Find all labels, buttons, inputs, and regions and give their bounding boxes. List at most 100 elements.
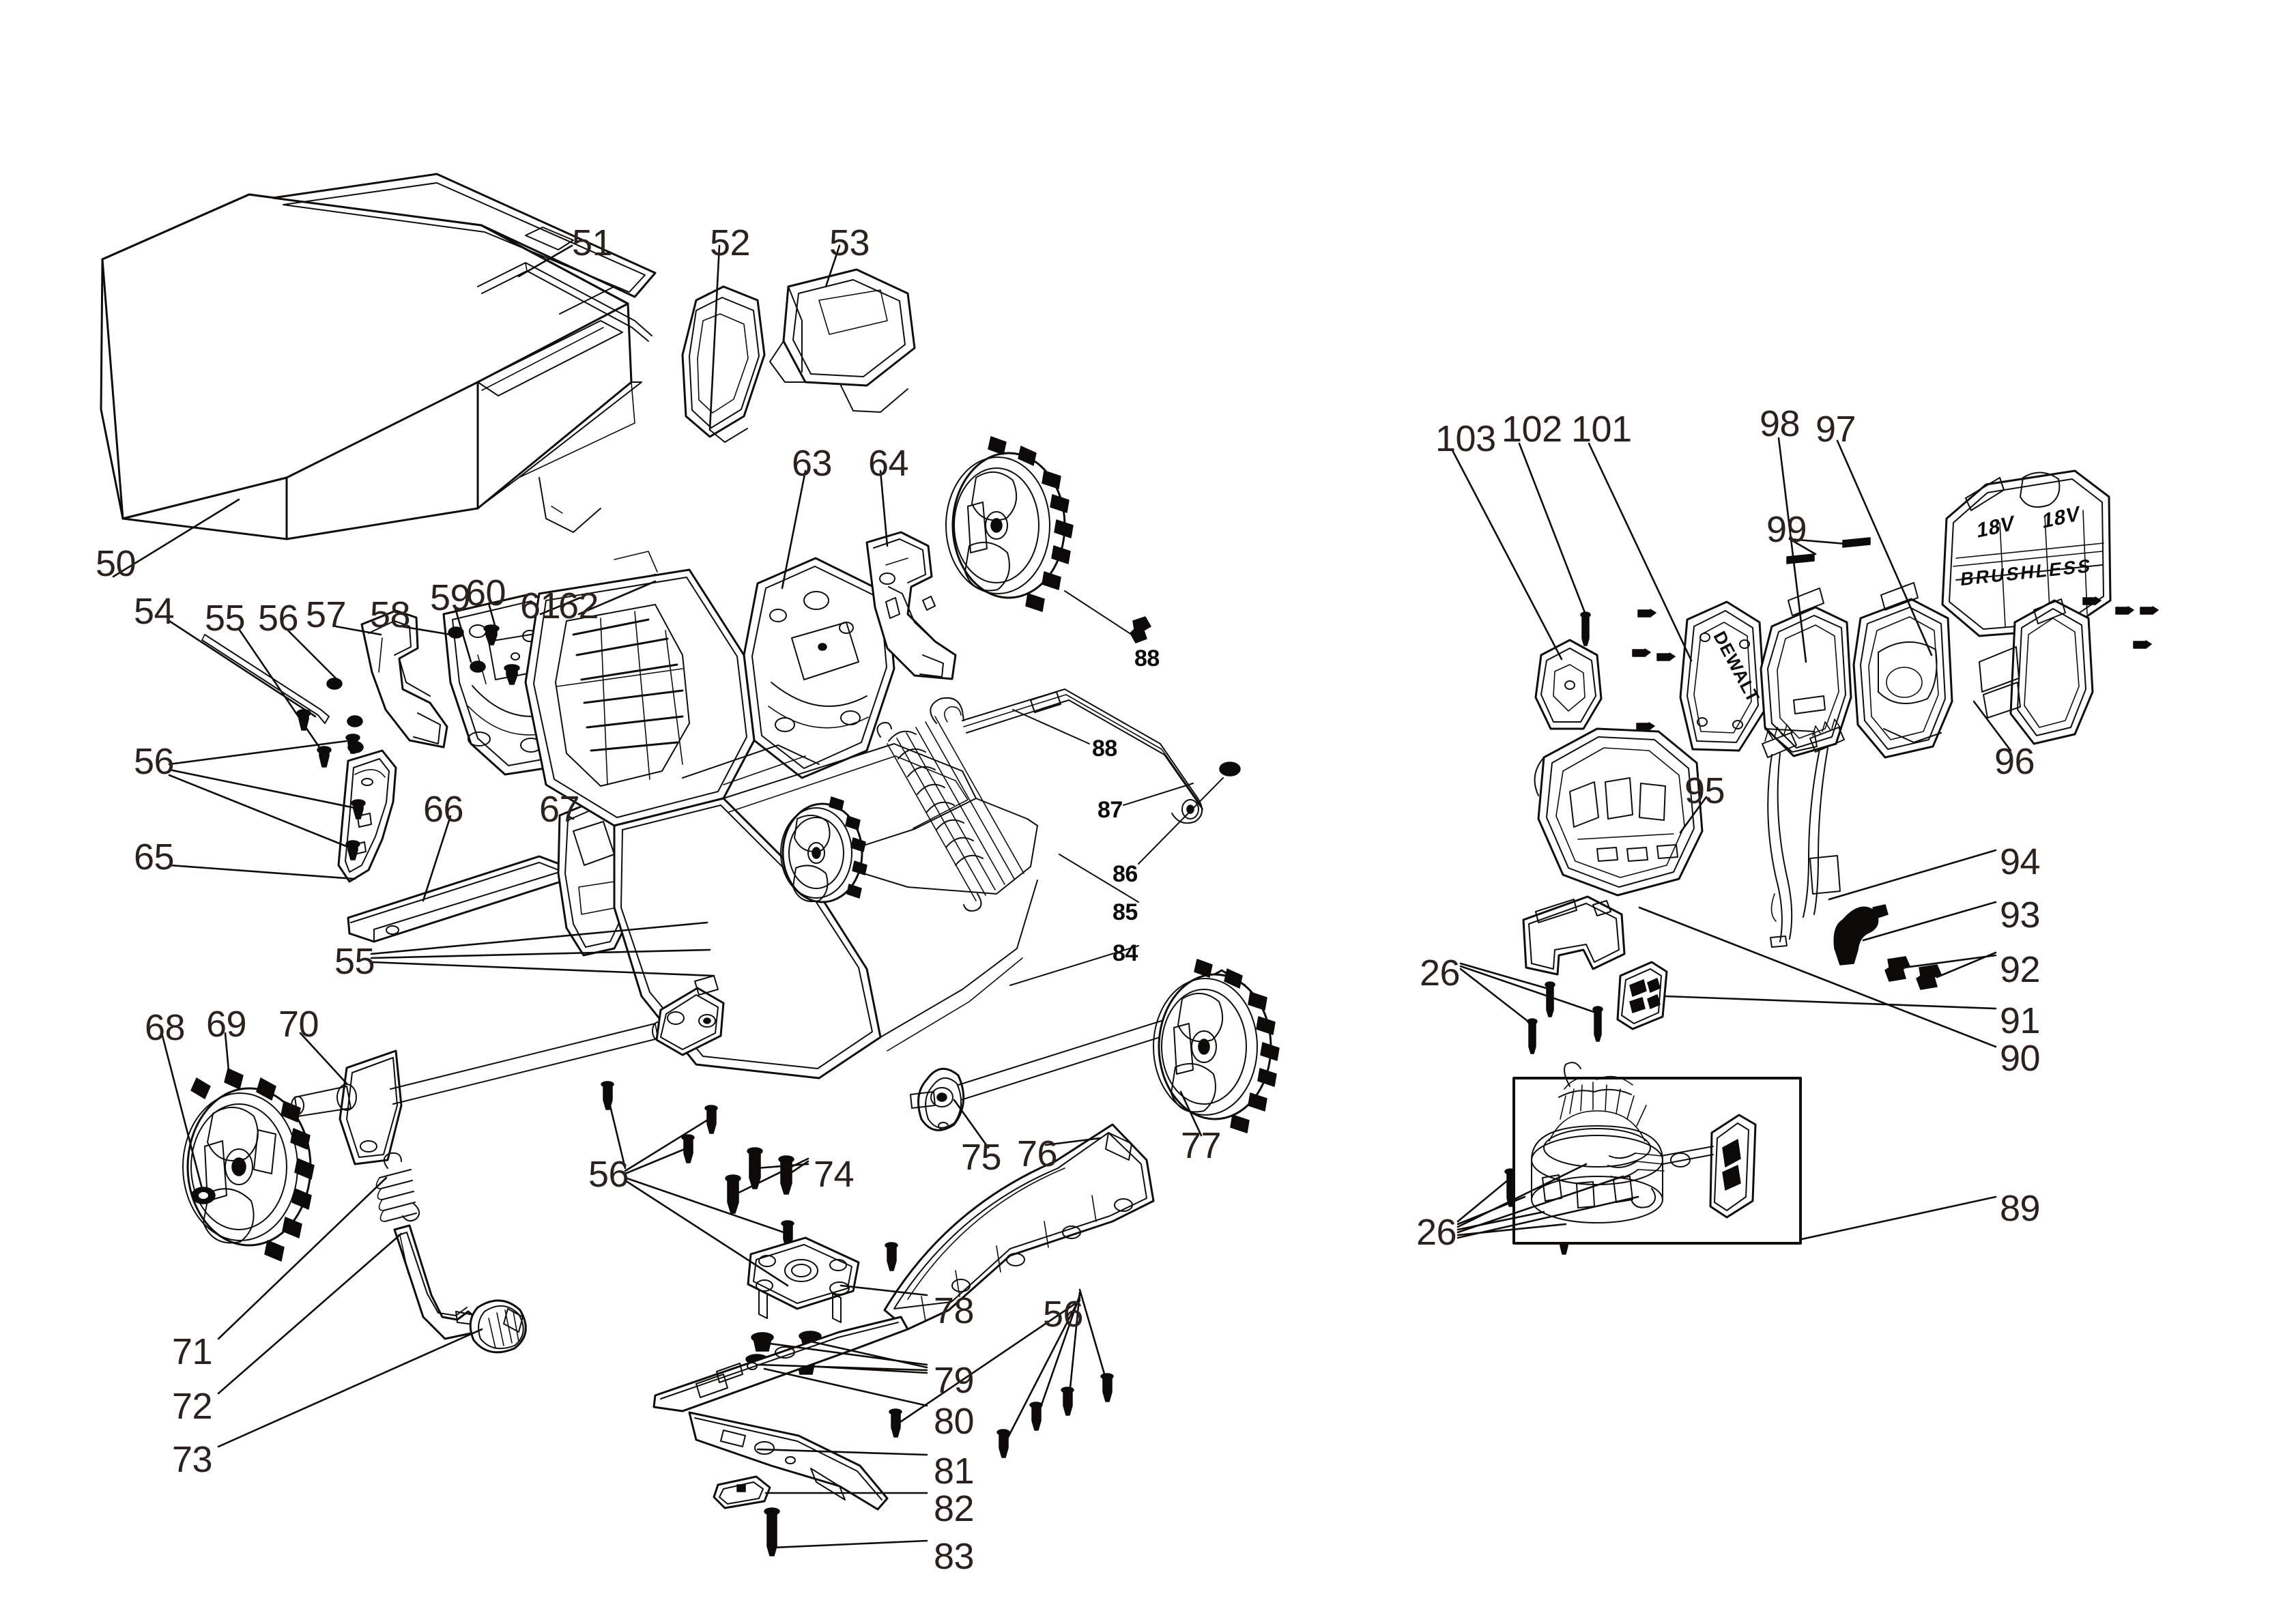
callout-26a: 26	[1420, 953, 1461, 994]
callout-58: 58	[370, 594, 411, 635]
part-54-rod	[201, 634, 330, 724]
part-grass-bag	[100, 173, 657, 540]
callout-85: 85	[1113, 899, 1138, 925]
part-59-washer	[448, 626, 464, 639]
callout-78: 78	[934, 1290, 975, 1331]
part-83-bolt-long	[764, 1507, 780, 1556]
part-82-insert	[713, 1475, 771, 1509]
part-101-dewalt-plate	[1679, 600, 1766, 752]
part-78-bearing-plate	[747, 1236, 860, 1323]
callout-90: 90	[2000, 1038, 2041, 1079]
callout-82: 82	[934, 1488, 975, 1529]
callout-91: 91	[2000, 1000, 2041, 1041]
callout-81: 81	[934, 1451, 975, 1492]
callout-51: 51	[572, 222, 613, 263]
callout-56b: 56	[134, 741, 175, 782]
part-small-screws-right	[2082, 596, 2159, 649]
callout-56d: 56	[1043, 1294, 1084, 1335]
part-93-clip	[1833, 904, 1889, 966]
part-80-blade-upper	[652, 1316, 909, 1412]
part-59b-washer	[470, 661, 486, 673]
callout-61: 61	[520, 585, 561, 626]
callout-60: 60	[465, 572, 506, 613]
callout-89: 89	[2000, 1188, 2041, 1229]
callout-67: 67	[539, 789, 580, 830]
callout-64: 64	[868, 443, 909, 484]
part-69-wheel-lower-left	[182, 1068, 315, 1262]
part-64-gear-housing	[865, 531, 957, 680]
part-94-wire-harness	[1762, 719, 1845, 948]
part-81-blade-lower	[688, 1411, 889, 1511]
callout-74: 74	[814, 1154, 855, 1195]
callout-71: 71	[172, 1331, 213, 1372]
part-72-lever	[393, 1224, 480, 1340]
part-95-motor-shroud	[1534, 727, 1704, 897]
callout-55a: 55	[205, 598, 246, 639]
callout-69: 69	[206, 1004, 247, 1045]
part-97-battery-cover	[1941, 469, 2112, 637]
callout-68: 68	[145, 1007, 186, 1048]
part-96-cover	[1979, 598, 2094, 745]
part-73-knob	[469, 1299, 527, 1354]
callout-93: 93	[2000, 895, 2041, 936]
callout-98: 98	[1760, 403, 1800, 444]
part-91-switch-pcb	[1616, 961, 1668, 1030]
callout-59: 59	[430, 577, 471, 618]
part-60-bolt	[483, 624, 500, 646]
part-74-bolts	[725, 1147, 794, 1214]
part-99-bars	[1786, 537, 1871, 564]
callout-70: 70	[278, 1004, 319, 1045]
part-wheel-upper-right	[945, 436, 1074, 612]
callout-84: 84	[1113, 940, 1138, 966]
part-71-spring	[375, 1152, 420, 1222]
callout-97: 97	[1816, 409, 1856, 450]
part-70-axle-bracket	[291, 975, 725, 1165]
part-92-clips	[1884, 956, 1942, 990]
callout-75: 75	[961, 1137, 1002, 1178]
part-center-wheel	[780, 796, 867, 903]
callout-55b: 55	[334, 941, 375, 982]
part-26-bracket	[1522, 895, 1626, 976]
callout-83: 83	[934, 1536, 975, 1577]
part-103-end-cap	[1534, 639, 1603, 730]
callout-57: 57	[306, 594, 347, 635]
callout-99: 99	[1766, 509, 1807, 550]
callout-77: 77	[1181, 1125, 1222, 1166]
callout-88: 88	[1092, 736, 1117, 762]
part-102-pin	[1580, 611, 1591, 646]
callout-95: 95	[1684, 770, 1725, 811]
part-56-bolts-65	[345, 734, 366, 860]
callout-53: 53	[829, 222, 870, 263]
part-65-curved-piece	[337, 749, 397, 883]
part-53-chute	[769, 268, 916, 413]
part-63-deck-plate	[743, 557, 895, 779]
callout-72: 72	[172, 1386, 213, 1427]
part-bag-handle	[477, 262, 652, 342]
part-77-wheel-right	[1153, 959, 1280, 1133]
callout-80: 80	[934, 1401, 975, 1442]
part-26-screws-upper	[1527, 981, 1603, 1054]
callout-79: 79	[934, 1360, 975, 1401]
callout-92: 92	[2000, 949, 2041, 990]
callout-87: 87	[1097, 797, 1123, 823]
part-60b-bolt	[504, 664, 520, 685]
callout-89t: 88	[1134, 646, 1160, 671]
part-76-rear-guard	[883, 1123, 1155, 1331]
part-88-clip-upper	[1130, 616, 1151, 643]
callout-96: 96	[1994, 741, 2035, 782]
part-57-bracket	[360, 609, 448, 749]
callout-101: 101	[1571, 409, 1632, 450]
callout-94: 94	[2000, 841, 2041, 882]
callout-73: 73	[172, 1439, 213, 1480]
callout-54: 54	[134, 591, 175, 632]
part-handle-housing-left	[1760, 588, 1852, 757]
callout-102: 102	[1502, 409, 1562, 450]
callout-56a: 56	[258, 598, 299, 639]
callout-103: 103	[1435, 418, 1496, 459]
callout-26b: 26	[1416, 1212, 1457, 1253]
part-handle-housing-right	[1852, 582, 1953, 759]
inset-89-assembly	[1512, 1062, 1802, 1245]
part-spring-center	[876, 716, 1024, 912]
